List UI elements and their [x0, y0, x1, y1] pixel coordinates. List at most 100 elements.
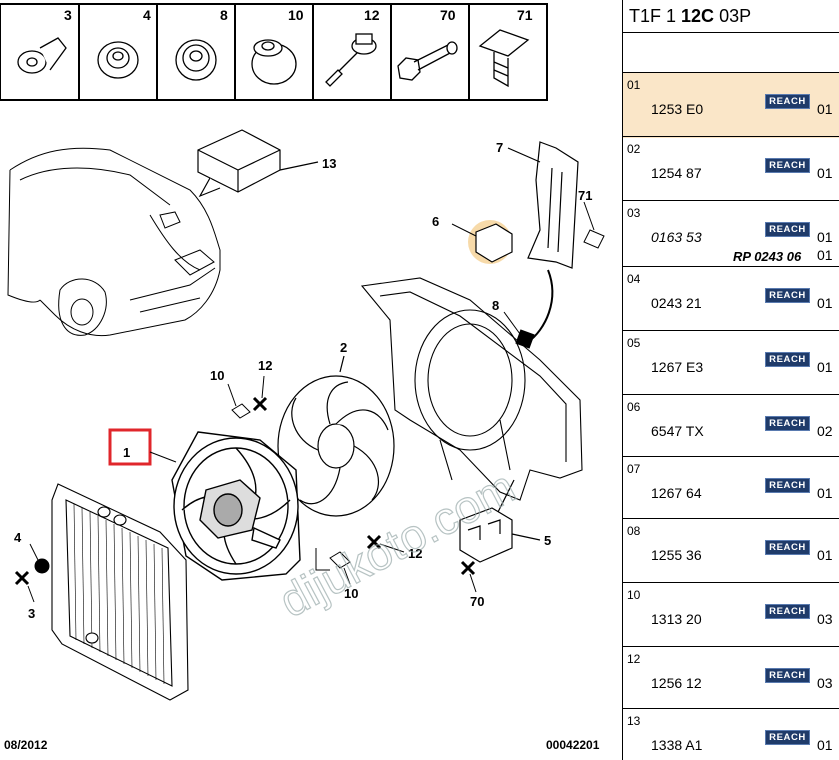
part-number-4: 4 [143, 7, 151, 23]
part-quantity: 01 [817, 547, 833, 563]
part-number-12: 12 [364, 7, 380, 23]
part-quantity: 01 [817, 737, 833, 753]
parts-row[interactable]: 04 0243 21 REACH 01 [623, 266, 839, 330]
relay-module-13 [197, 129, 319, 198]
callout-3[interactable]: 3 [28, 606, 35, 621]
exploded-parts-diagram: 3 4 8 10 12 70 71 [0, 3, 605, 752]
title-prefix: T1F 1 [629, 6, 677, 26]
callout-12-bottom[interactable]: 12 [408, 546, 422, 561]
part-reference: 1254 87 [651, 165, 702, 181]
callout-6[interactable]: 6 [432, 214, 439, 229]
fan-motor-assembly-1 [171, 431, 301, 581]
row-index: 03 [627, 206, 641, 220]
row-index: 13 [627, 714, 641, 728]
callout-10-top[interactable]: 10 [210, 368, 224, 383]
part-number-3: 3 [64, 7, 72, 23]
part-reference: 1255 36 [651, 547, 702, 563]
title-divider [623, 32, 839, 33]
parts-row[interactable]: 01 1253 E0 REACH 01 [623, 72, 839, 138]
fan-blade-2 [277, 355, 395, 517]
part-reference: 0243 21 [651, 295, 702, 311]
reach-badge: REACH [765, 222, 810, 237]
part-number-71: 71 [517, 7, 533, 23]
part-quantity: 01 [817, 295, 833, 311]
reach-badge: REACH [765, 478, 810, 493]
part-reference: 1313 20 [651, 611, 702, 627]
part-quantity: 01 [817, 229, 833, 245]
callout-13[interactable]: 13 [322, 156, 336, 171]
part-reference: 6547 TX [651, 423, 704, 439]
clip-icon [478, 29, 530, 88]
selected-callout-box[interactable] [108, 428, 152, 466]
callout-1[interactable]: 1 [123, 445, 130, 460]
reach-badge: REACH [765, 352, 810, 367]
callout-8[interactable]: 8 [492, 298, 499, 313]
part-reference: 1253 E0 [651, 101, 704, 117]
part-reference: 1267 64 [651, 485, 702, 501]
bolt-icon [397, 41, 458, 81]
reach-badge: REACH [765, 94, 810, 109]
plug-icon [17, 37, 67, 74]
bushing-10-bottom [329, 551, 351, 569]
part-quantity: 01 [817, 359, 833, 375]
grommet-4 [34, 558, 50, 574]
row-index: 02 [627, 142, 641, 156]
callout-2[interactable]: 2 [340, 340, 347, 355]
replacement-reference: RP 0243 06 [733, 249, 802, 264]
radiator [51, 483, 189, 701]
part-quantity: 01 [817, 101, 833, 117]
part-reference: 1338 A1 [651, 737, 703, 753]
screw-icon [325, 33, 377, 87]
part-quantity: 02 [817, 423, 833, 439]
parts-row[interactable]: 13 1338 A1 REACH 01 [623, 708, 839, 760]
row-index: 07 [627, 462, 641, 476]
reach-badge: REACH [765, 604, 810, 619]
parts-row[interactable]: 10 1313 20 REACH 03 [623, 582, 839, 646]
callout-71[interactable]: 71 [578, 188, 592, 203]
bracket-7 [507, 141, 579, 269]
grommet-8 [503, 269, 554, 349]
callout-5[interactable]: 5 [544, 533, 551, 548]
resistor-5 [459, 479, 541, 563]
reach-badge: REACH [765, 158, 810, 173]
screw-12-bottom [366, 534, 382, 550]
reach-badge: REACH [765, 540, 810, 555]
part-quantity: 03 [817, 611, 833, 627]
callout-10-bottom[interactable]: 10 [344, 586, 358, 601]
screw-12-top [252, 396, 268, 412]
car-front-illustration [7, 147, 221, 337]
callout-12-top[interactable]: 12 [258, 358, 272, 373]
callout-70[interactable]: 70 [470, 594, 484, 609]
reach-badge: REACH [765, 288, 810, 303]
part-quantity-alt: 01 [817, 247, 833, 263]
part-number-70: 70 [440, 7, 456, 23]
callout-7[interactable]: 7 [496, 140, 503, 155]
reach-badge: REACH [765, 416, 810, 431]
parts-row[interactable]: 08 1255 36 REACH 01 [623, 518, 839, 582]
bushing-icon [251, 39, 297, 85]
row-index: 01 [627, 78, 641, 92]
part-reference: 1267 E3 [651, 359, 704, 375]
grommet-icon [97, 41, 139, 79]
plug-3 [14, 570, 30, 586]
callout-4[interactable]: 4 [14, 530, 22, 545]
parts-row[interactable]: 02 1254 87 REACH 01 [623, 136, 839, 200]
fan-shroud-frame [360, 277, 583, 501]
title-bold: 12C [681, 6, 715, 26]
panel-title: T1F 1 12C 03P [629, 6, 751, 27]
row-index: 08 [627, 524, 641, 538]
part-quantity: 03 [817, 675, 833, 691]
part-reference: 1256 12 [651, 675, 702, 691]
relay-6 [451, 220, 513, 264]
diagram-date: 08/2012 [4, 738, 48, 752]
row-index: 04 [627, 272, 641, 286]
part-quantity: 01 [817, 165, 833, 181]
row-index: 10 [627, 588, 641, 602]
clip-71 [583, 201, 605, 249]
reach-badge: REACH [765, 730, 810, 745]
